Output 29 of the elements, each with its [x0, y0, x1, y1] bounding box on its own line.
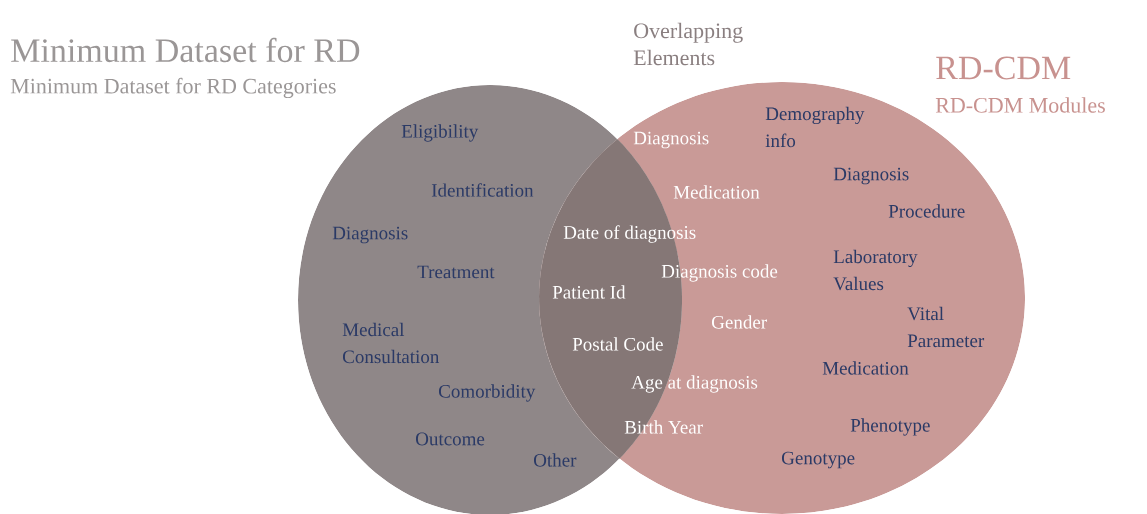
item-label: Other: [534, 453, 577, 467]
item-label: Medical Consultation: [342, 322, 440, 364]
heading: Minimum Dataset for RD: [11, 37, 360, 63]
item-label: Demography info: [765, 106, 865, 148]
item-label: Gender: [712, 315, 767, 329]
item-label: Vital Parameter: [907, 306, 985, 348]
item-label: Comorbidity: [439, 384, 536, 402]
subheading: RD-CDM Modules: [935, 97, 1105, 113]
heading: Overlapping Elements: [633, 22, 743, 66]
item-label: Diagnosis: [633, 131, 709, 149]
item-label: Phenotype: [850, 418, 930, 436]
item-label: Genotype: [782, 451, 855, 469]
item-label: Procedure: [888, 204, 965, 218]
heading: RD-CDM: [936, 56, 1071, 80]
item-label: Outcome: [416, 432, 485, 446]
item-label: Medication: [673, 185, 760, 199]
item-label: Date of diagnosis: [563, 225, 696, 243]
item-label: Diagnosis: [332, 226, 408, 244]
item-label: Eligibility: [401, 124, 479, 142]
subheading: Minimum Dataset for RD Categories: [10, 77, 336, 99]
item-label: Medication: [822, 361, 909, 375]
item-label: Identification: [431, 183, 534, 197]
item-label: Birth Year: [624, 420, 703, 434]
item-label: Postal Code: [572, 337, 663, 351]
item-label: Diagnosis: [833, 167, 909, 185]
item-label: Laboratory Values: [833, 249, 918, 291]
item-label: Age at diagnosis: [631, 375, 758, 393]
item-label: Patient Id: [552, 285, 626, 299]
item-label: Treatment: [417, 265, 495, 279]
